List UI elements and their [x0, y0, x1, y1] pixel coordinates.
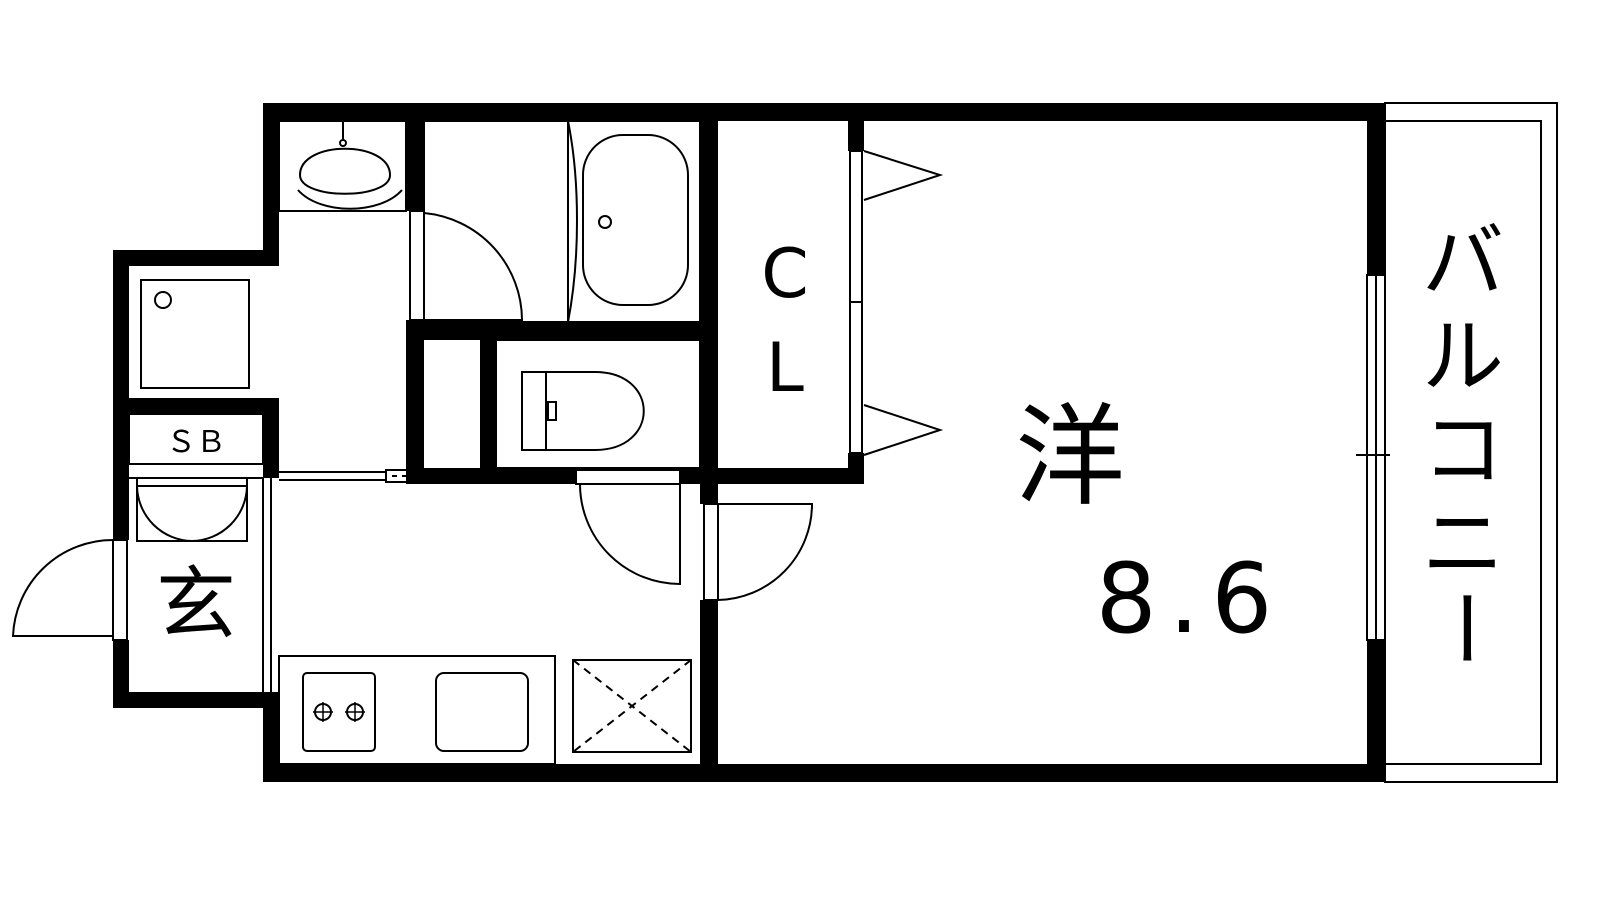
- bath-door-swing: [423, 212, 524, 321]
- sink: [435, 672, 529, 752]
- toilet-space: [495, 339, 701, 469]
- walls: [113, 103, 1385, 782]
- closet-door-lower: [863, 404, 944, 456]
- washbasin-bowl: [298, 147, 392, 195]
- kitchen-door-swing: [579, 483, 681, 586]
- balcony-label-2: ル: [1422, 310, 1504, 405]
- western-room-size: 8.6: [1096, 543, 1285, 655]
- bathtub-inner: [582, 134, 689, 306]
- bathtub: [567, 120, 578, 323]
- washing-machine-space: [140, 279, 250, 389]
- closet-label-l: L: [766, 329, 804, 408]
- stove: [302, 672, 376, 752]
- western-room-label: 洋: [1015, 393, 1125, 521]
- shoe-box: [128, 413, 264, 465]
- kitchen-counter: [278, 655, 556, 765]
- balcony-label-1: バ: [1422, 215, 1504, 310]
- labels: C L 洋 8.6 ＳＢ 玄 バ ル コ ニ ー: [156, 215, 1511, 669]
- closet-door-upper: [863, 150, 944, 201]
- toilet-door: [385, 469, 499, 483]
- balcony-label-4: ニ: [1422, 497, 1504, 592]
- sb-door-left: [136, 485, 193, 542]
- fridge-space: [572, 659, 692, 753]
- sb-door-right: [191, 485, 248, 542]
- fixtures: [11, 102, 1558, 783]
- toilet-bowl: [545, 371, 645, 451]
- drain-icon: [154, 291, 172, 309]
- entrance-door-swing: [11, 538, 114, 637]
- room-door-swing: [717, 503, 814, 601]
- entrance-label: 玄: [156, 558, 236, 651]
- balcony-label-5: ー: [1416, 587, 1511, 669]
- closet-label-c: C: [761, 235, 808, 314]
- balcony-label-3: コ: [1422, 403, 1504, 498]
- toilet-tank: [521, 371, 547, 451]
- shoe-box-label: ＳＢ: [166, 425, 226, 460]
